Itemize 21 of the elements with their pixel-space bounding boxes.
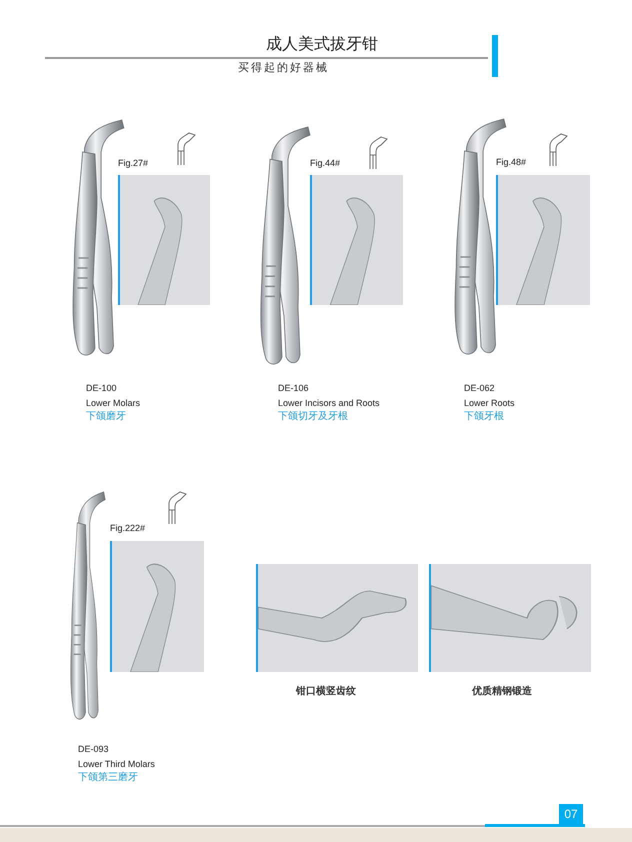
product-code: DE-100 [86, 382, 117, 395]
product-name-chinese: 下颌切牙及牙根 [278, 411, 348, 423]
figure-label: Fig.222# [110, 522, 146, 535]
photo-caption: 钳口横竖齿纹 [296, 684, 356, 699]
product-name: Lower Incisors and Roots [278, 397, 380, 410]
page-title: 成人美式拔牙钳 [266, 34, 378, 55]
product-name: Lower Third Molars [78, 758, 155, 771]
product-name: Lower Molars [86, 397, 140, 410]
product-name-chinese: 下颌磨牙 [86, 411, 126, 423]
page-number: 07 [559, 804, 583, 824]
product-name: Lower Roots [464, 397, 515, 410]
product-name-chinese: 下颌第三磨牙 [78, 772, 138, 784]
product-code: DE-062 [464, 382, 495, 395]
figure-label: Fig.48# [496, 156, 526, 169]
figure-label: Fig.44# [310, 157, 340, 170]
product-code: DE-093 [78, 743, 109, 756]
figure-label: Fig.27# [118, 157, 148, 170]
product-code: DE-106 [278, 382, 309, 395]
subtitle: 买得起的好器械 [238, 60, 329, 76]
photo-caption: 优质精钢锻造 [472, 684, 532, 699]
product-name-chinese: 下颌牙根 [464, 411, 504, 423]
